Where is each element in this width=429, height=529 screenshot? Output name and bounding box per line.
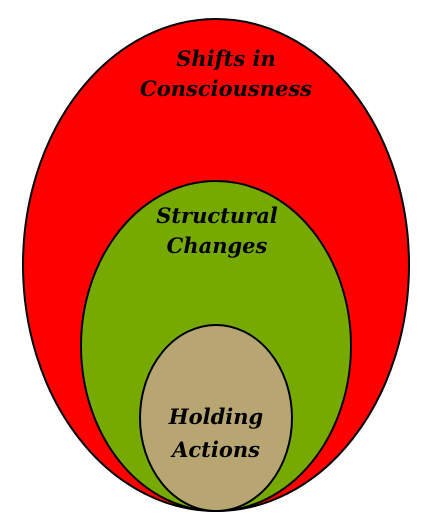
inner-ellipse-holding-actions bbox=[139, 324, 293, 512]
inner-label-line-2: Actions bbox=[170, 437, 260, 462]
outer-label-line-1: Shifts in bbox=[176, 46, 276, 71]
inner-label-line-1: Holding bbox=[168, 404, 263, 429]
middle-label-line-1: Structural bbox=[156, 203, 278, 228]
middle-label-line-2: Changes bbox=[167, 233, 268, 258]
outer-label-line-2: Consciousness bbox=[140, 76, 312, 101]
